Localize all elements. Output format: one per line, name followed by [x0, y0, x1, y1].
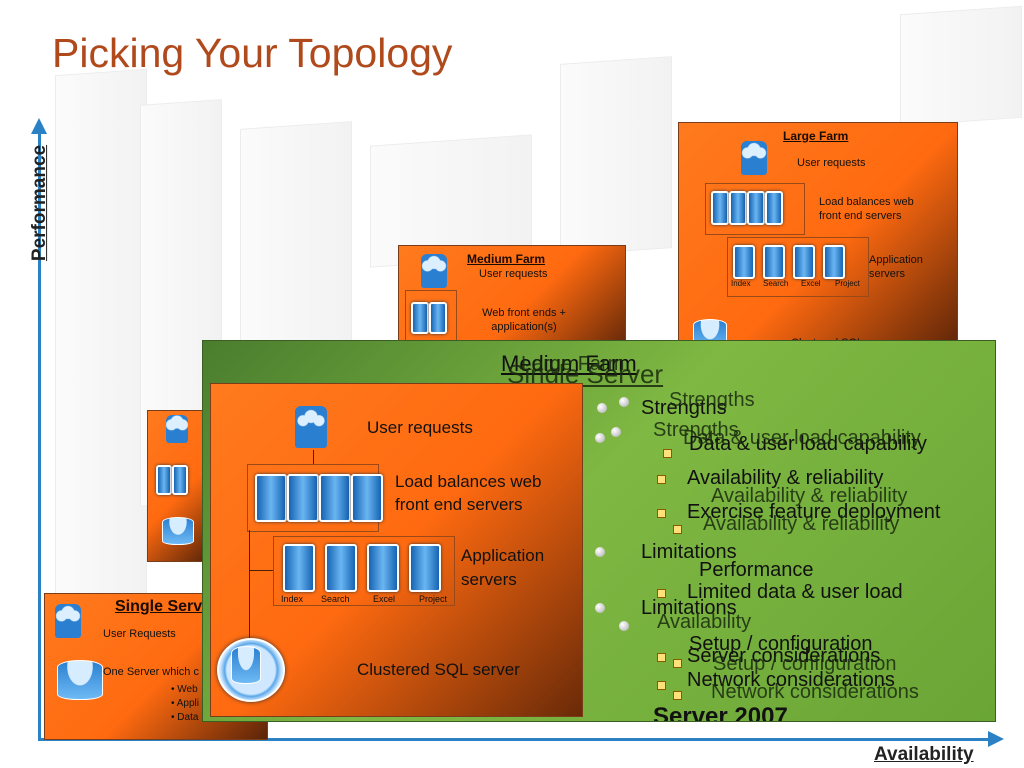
large-farm-title: Large Farm: [783, 129, 849, 143]
large-farm-app-servers: Application servers: [869, 254, 923, 280]
strengths-heading-overlap: Strengths: [653, 419, 739, 441]
server-icon: [57, 660, 103, 700]
large-farm-detail-card[interactable]: User requests Load balances web front en…: [210, 383, 583, 717]
panel-footer: Server 2007: [653, 703, 788, 722]
small-farm-card[interactable]: [147, 410, 209, 562]
single-server-bullet-data: • Data: [171, 712, 199, 723]
web-servers-icon: [711, 191, 783, 230]
background-stripe: [560, 56, 672, 256]
strengths-heading-overlap: Strengths: [669, 389, 755, 411]
limitation-network-overlap: Network considerations: [711, 681, 919, 703]
background-stripe: [900, 5, 1022, 127]
limitations-heading: Limitations: [641, 541, 737, 563]
sub-bullet-icon: [657, 589, 666, 598]
server-label-index: Index: [731, 279, 751, 288]
medium-farm-user-requests: User requests: [479, 268, 548, 280]
web-server-group: [705, 183, 805, 235]
x-axis-arrow: [988, 731, 1004, 747]
sub-bullet-icon: [673, 691, 682, 700]
users-icon: [55, 604, 81, 638]
web-servers-icon: [255, 474, 383, 527]
single-server-user-requests: User Requests: [103, 628, 176, 640]
single-server-bullet-app: • Appli: [171, 698, 199, 709]
strength-load-overlap: Data & user load capability: [683, 427, 921, 449]
detail-app-servers: Application servers: [461, 546, 545, 589]
server-label-project: Project: [419, 594, 448, 604]
limitation-setup-overlap: Setup / configuration: [713, 653, 897, 675]
app-servers-icon: [733, 245, 845, 284]
users-icon: [295, 406, 327, 448]
medium-farm-card[interactable]: Medium Farm User requests Web front ends…: [398, 245, 626, 357]
y-axis-label: Performance: [29, 144, 51, 262]
limitation-setup: Setup / configuration: [689, 633, 873, 655]
sub-bullet-icon: [673, 659, 682, 668]
limitation-availability: Availability: [657, 611, 752, 633]
strength-performance: Performance: [699, 559, 814, 581]
detail-app-server-group: [273, 536, 455, 606]
bullet-icon: [611, 427, 621, 437]
page-title: Picking Your Topology: [52, 30, 453, 76]
medium-farm-title: Medium Farm: [467, 252, 546, 266]
connector-line: [249, 570, 273, 571]
sub-bullet-icon: [657, 475, 666, 484]
limitations-heading-overlap: Limitations: [641, 597, 737, 619]
users-icon: [166, 415, 188, 443]
limitation-server: Server considerations: [687, 645, 881, 667]
strength-load: Data & user load capability: [689, 433, 927, 455]
strength-availability-overlap: Availability & reliability: [711, 485, 908, 507]
medium-farm-web-front: Web front ends + application(s): [482, 307, 566, 333]
strength-availability: Availability & reliability: [687, 467, 884, 489]
server-label-excel: Excel: [801, 279, 821, 288]
single-server-description: One Server which c: [103, 666, 199, 678]
bullet-icon: [619, 621, 629, 631]
strengths-heading: Strengths: [641, 397, 727, 419]
sub-bullet-icon: [657, 509, 666, 518]
connector-line: [313, 450, 314, 464]
limitation-network: Network considerations: [687, 669, 895, 691]
strength-feature: Exercise feature deployment: [687, 501, 941, 523]
sub-bullet-icon: [673, 525, 682, 534]
connector-line: [249, 530, 250, 650]
x-axis-line: [38, 738, 993, 741]
app-servers-icon: [283, 544, 441, 597]
bullet-icon: [595, 603, 605, 613]
bullet-icon: [619, 397, 629, 407]
single-server-bullet-web: • Web: [171, 684, 198, 695]
strength-availability-overlap-2: Availability & reliability: [703, 513, 900, 535]
app-server-group: [727, 237, 869, 297]
sub-bullet-icon: [657, 681, 666, 690]
detail-load-balance: Load balances web front end servers: [395, 472, 542, 514]
server-label-index: Index: [281, 594, 304, 604]
web-servers-icon: [411, 302, 447, 339]
database-icon: [231, 646, 261, 684]
users-icon: [741, 141, 767, 175]
server-label-excel: Excel: [373, 594, 396, 604]
background-stripe: [55, 68, 147, 618]
database-icon: [162, 517, 194, 545]
web-servers-icon: [156, 465, 188, 500]
sub-bullet-icon: [657, 653, 666, 662]
y-axis-arrow: [31, 118, 47, 134]
sub-bullet-icon: [663, 449, 672, 458]
panel-heading-medium: Medium Farm: [501, 351, 637, 376]
y-axis-line: [38, 128, 41, 740]
bullet-icon: [595, 547, 605, 557]
panel-heading-large: Large Farm: [521, 353, 625, 375]
detail-sql: Clustered SQL server: [357, 660, 520, 679]
large-farm-load-balance: Load balances web front end servers: [819, 196, 914, 222]
limitation-load: Limited data & user load: [687, 581, 903, 603]
large-farm-user-requests: User requests: [797, 157, 866, 169]
large-farm-card[interactable]: Large Farm User requests Load balances w…: [678, 122, 958, 354]
server-label-project: Project: [835, 279, 860, 288]
server-label-search: Search: [321, 594, 350, 604]
single-server-title: Single Server: [115, 598, 218, 615]
x-axis-label: Availability: [874, 744, 974, 765]
bullet-icon: [595, 433, 605, 443]
users-icon: [421, 254, 447, 288]
detail-user-requests: User requests: [367, 418, 473, 437]
bullet-icon: [597, 403, 607, 413]
server-label-search: Search: [763, 279, 789, 288]
